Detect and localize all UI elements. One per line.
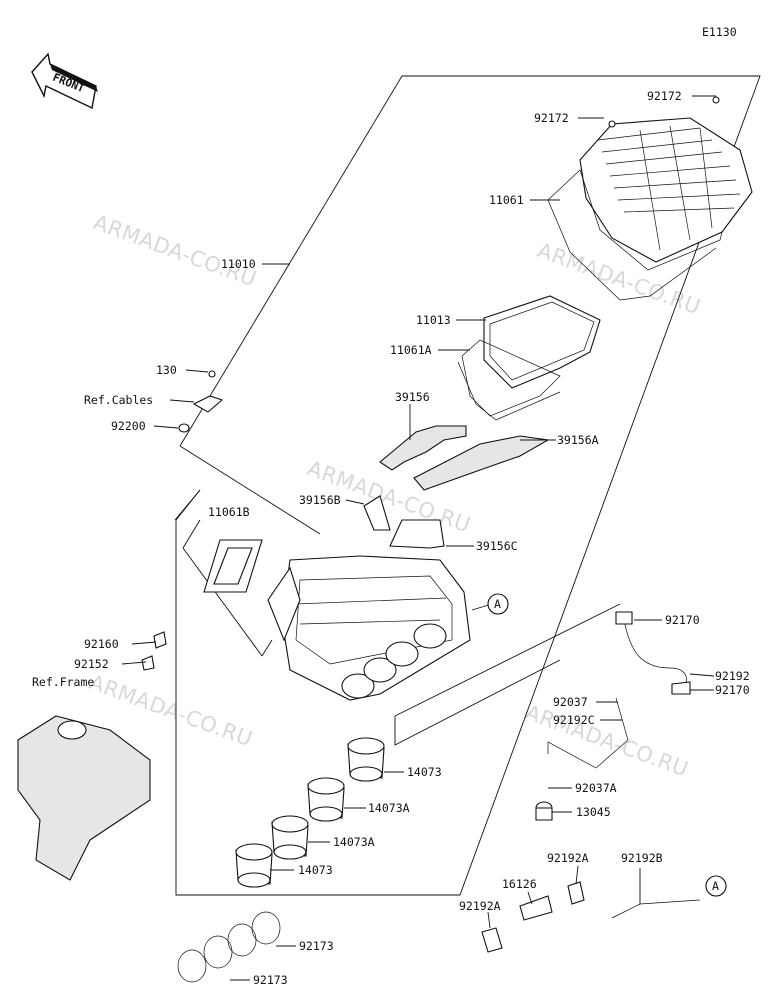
part-label: 92173 bbox=[299, 939, 334, 953]
part-label: 92173 bbox=[253, 973, 288, 987]
part-label: 92192A bbox=[459, 899, 501, 913]
assembly-outline bbox=[174, 75, 761, 896]
callout-circle bbox=[705, 875, 727, 897]
breather-parts bbox=[481, 611, 701, 953]
hose-clamps bbox=[177, 911, 281, 983]
part-label: 92192C bbox=[553, 713, 595, 727]
part-label: 92192A bbox=[547, 851, 589, 865]
part-label: 92037 bbox=[553, 695, 588, 709]
small-hardware bbox=[141, 370, 224, 671]
part-label: 39156C bbox=[476, 539, 518, 553]
part-labels: 92172 92172 11061 11010 11013 11061A 130… bbox=[32, 89, 750, 987]
front-arrow-icon: FRONT bbox=[31, 52, 98, 110]
part-label: 92192 bbox=[715, 669, 750, 683]
part-label: 92200 bbox=[111, 419, 146, 433]
callout-label: A bbox=[712, 879, 719, 893]
duct-plates bbox=[203, 425, 550, 593]
part-label: 14073A bbox=[333, 835, 375, 849]
part-label: 11061A bbox=[390, 343, 432, 357]
watermark: ARMADA-CO.RU bbox=[522, 700, 692, 781]
part-label: 16126 bbox=[502, 877, 537, 891]
part-label: 39156B bbox=[299, 493, 341, 507]
air-filter-element bbox=[457, 295, 601, 421]
callout-circle bbox=[487, 593, 509, 615]
part-label: 39156 bbox=[395, 390, 430, 404]
air-cleaner-cover bbox=[547, 96, 753, 301]
air-box-housing bbox=[267, 555, 471, 701]
part-label: 92160 bbox=[84, 637, 119, 651]
part-label: 14073A bbox=[368, 801, 410, 815]
watermark-group: ARMADA-CO.RU ARMADA-CO.RU ARMADA-CO.RU A… bbox=[86, 210, 704, 781]
diagram-code: E1130 bbox=[702, 25, 737, 39]
part-label: 92172 bbox=[534, 111, 569, 125]
part-label: 92192B bbox=[621, 851, 663, 865]
part-label: 11010 bbox=[221, 257, 256, 271]
part-label: 14073 bbox=[407, 765, 442, 779]
part-label: 14073 bbox=[298, 863, 333, 877]
part-label: 13045 bbox=[576, 805, 611, 819]
callout-label: A bbox=[494, 597, 501, 611]
part-label: 92152 bbox=[74, 657, 109, 671]
hose-outline bbox=[394, 603, 621, 746]
part-label: 92037A bbox=[575, 781, 617, 795]
part-label: 92170 bbox=[715, 683, 750, 697]
throttle-boots bbox=[235, 737, 385, 888]
part-label: 11061B bbox=[208, 505, 250, 519]
frame-reference bbox=[17, 715, 151, 881]
leader-lines bbox=[121, 95, 716, 981]
part-label: 92170 bbox=[665, 613, 700, 627]
part-label: 39156A bbox=[557, 433, 599, 447]
watermark: ARMADA-CO.RU bbox=[90, 210, 260, 291]
part-label: 92172 bbox=[647, 89, 682, 103]
part-label: 11061 bbox=[489, 193, 524, 207]
part-label: 130 bbox=[156, 363, 177, 377]
part-label: 11013 bbox=[416, 313, 451, 327]
part-label: Ref.Frame bbox=[32, 675, 94, 689]
part-label: Ref.Cables bbox=[84, 393, 153, 407]
